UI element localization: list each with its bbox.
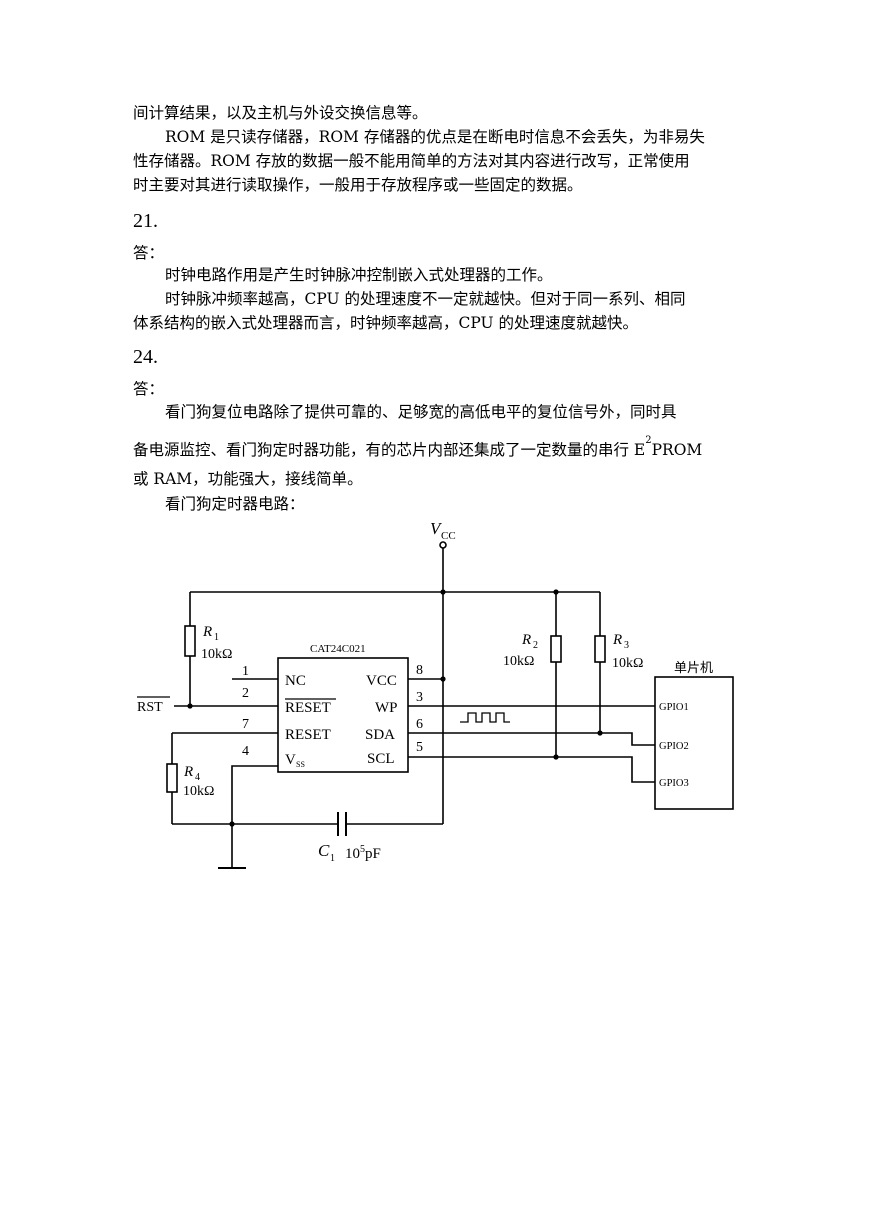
chip-name: CAT24C021 — [310, 643, 366, 655]
gpio2-label: GPIO2 — [659, 741, 689, 752]
r4-name: R — [183, 764, 193, 780]
paragraph-line: ROM 是只读存储器，ROM 存储器的优点是在断电时信息不会丢失，为非易失 — [165, 128, 705, 146]
pin-3-number: 3 — [416, 690, 423, 705]
paragraph-text: PROM — [651, 441, 703, 460]
pin-8-number: 8 — [416, 663, 423, 678]
superscript: 2 — [645, 435, 652, 446]
r2-resistor — [550, 635, 562, 663]
paragraph-line: 备电源监控、看门狗定时器功能，有的芯片内部还集成了一定数量的串行 E2PROM — [133, 436, 703, 460]
paragraph-line: 性存储器。ROM 存放的数据一般不能用简单的方法对其内容进行改写，正常使用 — [133, 152, 690, 170]
r4-value: 10kΩ — [183, 784, 214, 799]
r4-resistor — [166, 763, 178, 793]
c1-value-base: 10 — [345, 846, 360, 862]
junction-dot — [440, 676, 446, 682]
question-number-24: 24. — [133, 346, 158, 368]
paragraph-line: 间计算结果，以及主机与外设交换信息等。 — [133, 104, 428, 122]
r2-sub: 2 — [533, 640, 538, 651]
chip-body — [277, 657, 409, 773]
gpio1-label: GPIO1 — [659, 702, 689, 713]
mcu-box — [654, 676, 734, 810]
answer-label: 答： — [133, 380, 165, 398]
r1-value: 10kΩ — [201, 647, 232, 662]
rst-label: RST — [137, 700, 163, 715]
c1-value: 105pF — [345, 844, 381, 862]
r4-sub: 4 — [195, 772, 200, 783]
c1-value-exp: 5 — [360, 844, 365, 855]
paragraph-text: 备电源监控、看门狗定时器功能，有的芯片内部还集成了一定数量的串行 E — [133, 441, 646, 460]
r1-resistor — [184, 625, 196, 657]
pin-5-wire — [408, 756, 655, 783]
paragraph-line: 看门狗复位电路除了提供可靠的、足够宽的高低电平的复位信号外，同时具 — [165, 403, 677, 421]
pin-7-number: 7 — [242, 717, 249, 732]
r2-value: 10kΩ — [503, 654, 534, 669]
pin-reset-bar-label: RESET — [285, 700, 331, 716]
pin-6-wire — [408, 732, 655, 746]
vcc-subscript: CC — [441, 530, 456, 542]
r1-name: R — [202, 624, 212, 640]
pin-vss-sub: SS — [296, 760, 305, 769]
junction-dot — [440, 589, 446, 595]
paragraph-line: 看门狗定时器电路： — [165, 495, 305, 513]
pin-nc-label: NC — [285, 673, 306, 689]
pin-4-wire — [231, 765, 278, 824]
mcu-label: 单片机 — [674, 660, 713, 675]
pin-wp-label: WP — [375, 700, 398, 716]
r3-name: R — [612, 632, 622, 648]
pin-1-number: 1 — [242, 664, 249, 679]
pin-scl-label: SCL — [367, 751, 395, 767]
c1-value-unit: pF — [365, 846, 381, 862]
paragraph-line: 时钟电路作用是产生时钟脉冲控制嵌入式处理器的工作。 — [165, 266, 553, 284]
r2-name: R — [521, 632, 531, 648]
junction-dot — [187, 703, 193, 709]
paragraph-line: 或 RAM，功能强大，接线简单。 — [133, 470, 363, 488]
pin-vss-label: V — [285, 752, 296, 768]
pin-2-number: 2 — [242, 686, 249, 701]
gpio3-label: GPIO3 — [659, 778, 689, 789]
c1-sub: 1 — [330, 853, 335, 864]
answer-label: 答： — [133, 244, 165, 262]
pin-4-number: 4 — [242, 744, 249, 759]
paragraph-line: 时钟脉冲频率越高，CPU 的处理速度不一定就越快。但对于同一系列、相同 — [165, 290, 686, 308]
c1-name: C — [318, 841, 330, 860]
r3-resistor — [594, 635, 606, 663]
r3-sub: 3 — [624, 640, 629, 651]
pin-6-number: 6 — [416, 717, 423, 732]
pin-sda-label: SDA — [365, 727, 395, 743]
pin-reset-label: RESET — [285, 727, 331, 743]
paragraph-line: 体系结构的嵌入式处理器而言，时钟频率越高，CPU 的处理速度就越快。 — [133, 314, 639, 332]
r3-value: 10kΩ — [612, 656, 643, 671]
vcc-label: V — [430, 519, 443, 538]
pulse-waveform — [460, 712, 510, 723]
pin-vcc-label: VCC — [366, 673, 397, 689]
question-number-21: 21. — [133, 210, 158, 232]
paragraph-line: 时主要对其进行读取操作，一般用于存放程序或一些固定的数据。 — [133, 176, 583, 194]
vcc-terminal — [439, 541, 447, 549]
r1-sub: 1 — [214, 632, 219, 643]
pin-5-number: 5 — [416, 740, 423, 755]
